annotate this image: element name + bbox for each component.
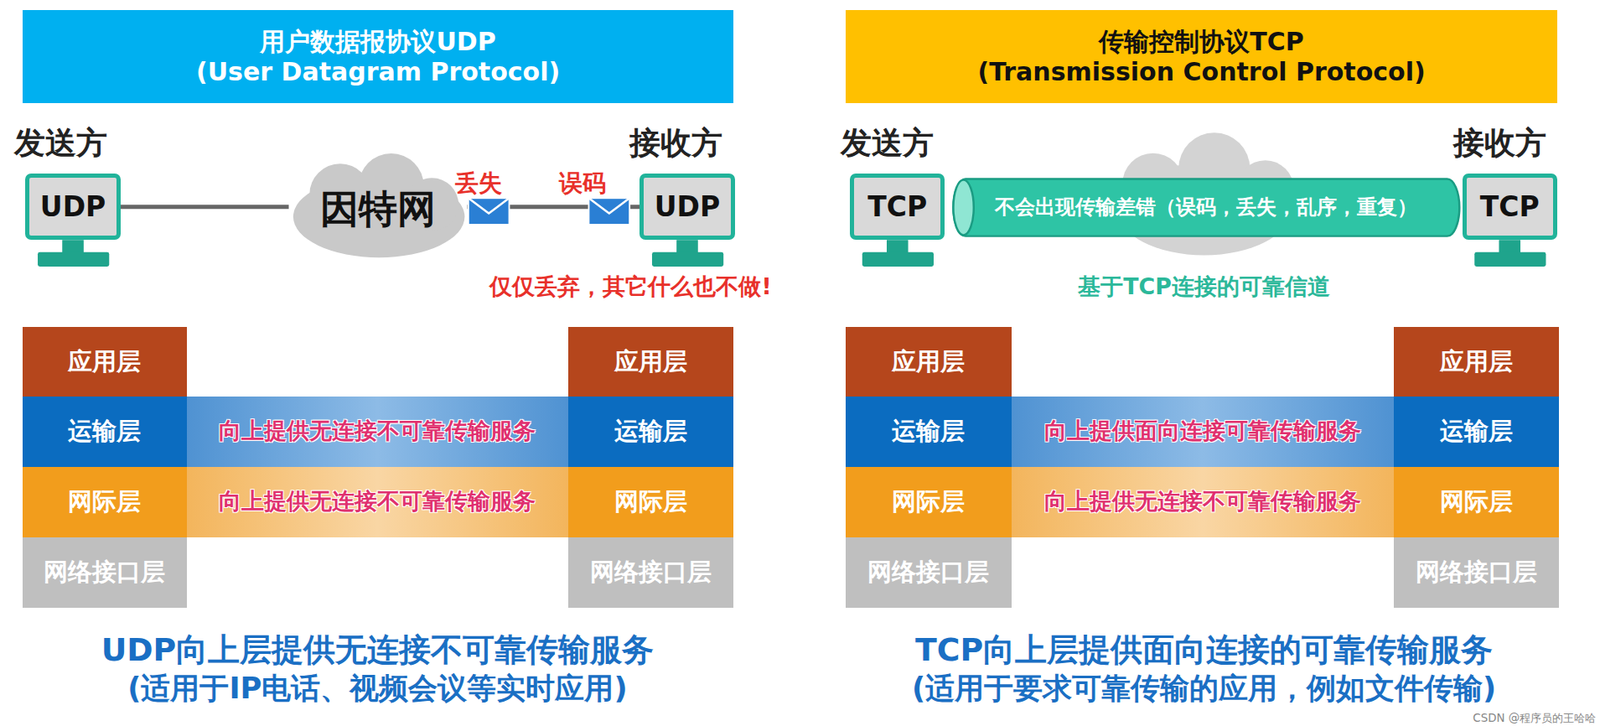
node-label: TCP (867, 190, 927, 224)
layer-box: 运输层 (1393, 396, 1559, 467)
layer-box: 应用层 (845, 326, 1011, 397)
layer-box: 网络接口层 (845, 537, 1011, 608)
service-band: 向上提供面向连接可靠传输服务 (1011, 396, 1395, 467)
caption: TCP向上层提供面向连接的可靠传输服务 (816, 631, 1592, 673)
channel-label: 基于TCP连接的可靠信道 (1009, 273, 1399, 311)
node-label: 网际层 (891, 486, 965, 517)
computer-screen: UDP (25, 173, 120, 240)
reliable-channel: 不会出现传输差错（误码，丢失，乱序，重复） (951, 176, 1462, 239)
node-label: 不会出现传输差错（误码，丢失，乱序，重复） (994, 195, 1418, 220)
node-label: 网际层 (614, 486, 688, 517)
node-label: 向上提供无连接不可靠传输服务 (218, 417, 536, 445)
layer-box: 网络接口层 (1393, 537, 1559, 608)
node-label: 因特网 (320, 186, 436, 233)
layer-box: 网络接口层 (568, 537, 734, 608)
node-label: 运输层 (67, 416, 141, 446)
node-label: 网际层 (67, 486, 141, 517)
internet-cloud: 因特网 (289, 153, 468, 266)
monitor-stands (37, 239, 1546, 267)
node-label: 运输层 (891, 416, 965, 446)
node-label: 向上提供无连接不可靠传输服务 (1044, 487, 1362, 515)
side-label: 发送方 (14, 124, 147, 168)
node-label: 网络接口层 (1415, 557, 1538, 587)
service-band: 向上提供无连接不可靠传输服务 (186, 466, 569, 538)
node-label: 网络接口层 (867, 557, 989, 587)
banner-title: 传输控制协议TCP (1098, 26, 1304, 57)
caption: (适用于要求可靠传输的应用，例如文件传输) (816, 670, 1592, 712)
banner-title: (Transmission Control Protocol) (977, 56, 1425, 88)
node-label: 运输层 (1439, 416, 1513, 446)
layer-box: 网际层 (1393, 466, 1559, 538)
banner-title: 用户数据报协议UDP (259, 26, 496, 57)
layer-box: 运输层 (845, 396, 1011, 467)
layer-box: 网络接口层 (22, 537, 187, 608)
node-label: 向上提供无连接不可靠传输服务 (218, 487, 536, 515)
node-label: UDP (654, 190, 720, 224)
envelope (468, 197, 510, 225)
error-label: 丢失 (455, 169, 527, 202)
service-band: 向上提供无连接不可靠传输服务 (186, 396, 569, 467)
layer-box: 网际层 (568, 466, 734, 538)
node-label: 网络接口层 (43, 557, 166, 587)
layer-box: 网际层 (845, 466, 1011, 538)
computer-screen: UDP (639, 173, 735, 240)
watermark: CSDN @程序员的王哈哈 (1366, 711, 1596, 726)
note: 仅仅丢弃，其它什么也不做! (489, 273, 806, 306)
node-label: 网络接口层 (590, 557, 712, 587)
node-label: 应用层 (1439, 346, 1513, 377)
node-label: 向上提供面向连接可靠传输服务 (1044, 417, 1362, 445)
banner-title: (User Datagram Protocol) (196, 56, 560, 88)
node-label: 运输层 (614, 416, 688, 446)
envelope (588, 197, 630, 225)
node-label: UDP (40, 190, 106, 224)
node-label: 应用层 (891, 346, 965, 377)
caption: UDP向上层提供无连接不可靠传输服务 (10, 631, 746, 673)
layer-box: 应用层 (1393, 326, 1559, 397)
node-label: TCP (1480, 190, 1540, 224)
computer-screen: TCP (849, 173, 945, 240)
title-banner: 用户数据报协议UDP(User Datagram Protocol) (22, 10, 735, 104)
node-label: 应用层 (67, 346, 141, 377)
title-banner: 传输控制协议TCP(Transmission Control Protocol) (845, 10, 1558, 104)
node-label: 网际层 (1439, 486, 1513, 517)
side-label: 接收方 (629, 124, 762, 168)
computer-screen: TCP (1462, 173, 1558, 240)
service-band: 向上提供无连接不可靠传输服务 (1011, 466, 1395, 538)
layer-box: 应用层 (568, 326, 734, 397)
side-label: 接收方 (1453, 124, 1596, 168)
error-label: 误码 (559, 169, 631, 202)
layer-box: 运输层 (568, 396, 734, 467)
network-link (120, 204, 290, 209)
layer-box: 网际层 (22, 466, 187, 538)
node-label: 应用层 (614, 346, 688, 377)
caption: (适用于IP电话、视频会议等实时应用) (10, 670, 746, 712)
side-label: 发送方 (840, 124, 974, 168)
layer-box: 运输层 (22, 396, 187, 467)
layer-box: 应用层 (22, 326, 187, 397)
